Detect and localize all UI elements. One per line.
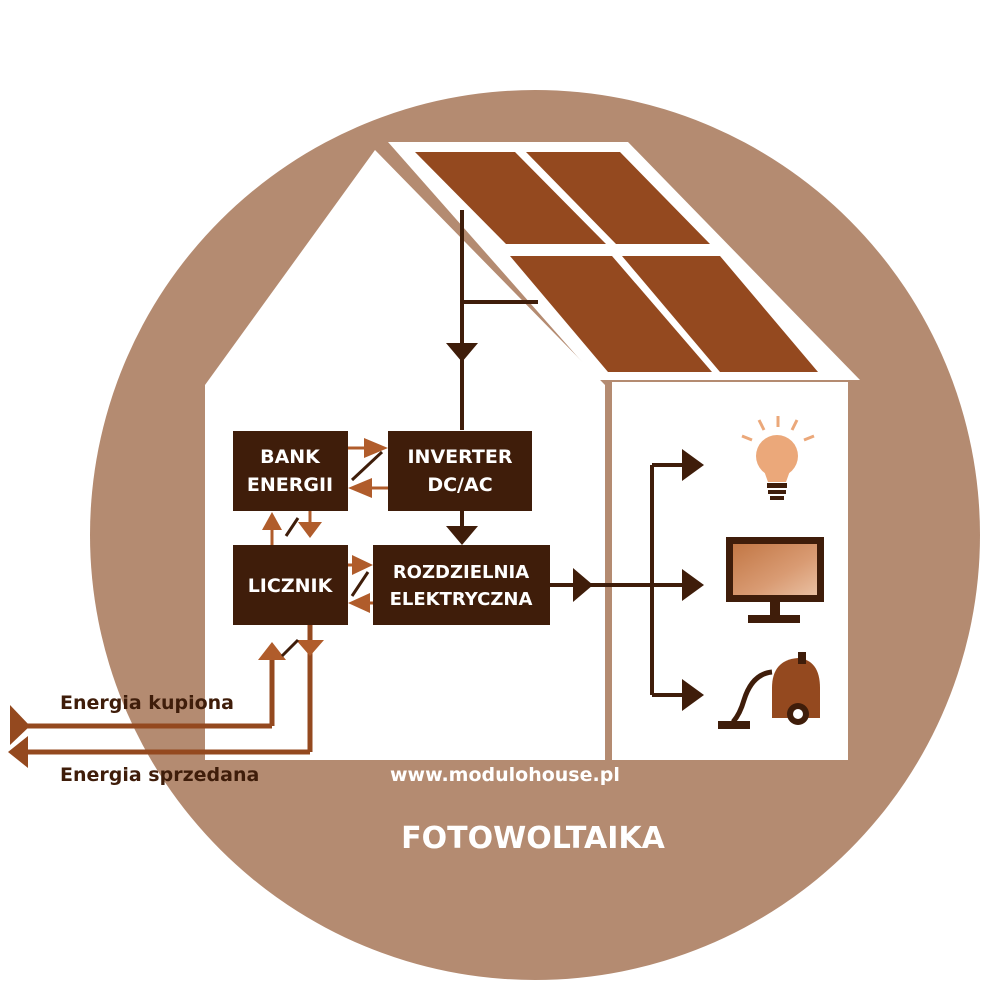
diagram-title: FOTOWOLTAIKA bbox=[401, 821, 665, 856]
switchboard-label-line2: ELEKTRYCZNA bbox=[390, 589, 533, 610]
distribution-lines bbox=[550, 449, 704, 711]
arrow-up-icon bbox=[258, 642, 286, 660]
inverter-label-line1: INVERTER bbox=[407, 446, 512, 468]
arrow-left-icon bbox=[10, 705, 30, 745]
arrow-left-icon bbox=[348, 478, 372, 498]
bank-label-line1: BANK bbox=[260, 446, 321, 468]
meter-switchboard-arrows bbox=[348, 555, 373, 613]
bank-meter-arrows bbox=[262, 511, 322, 545]
energy-bought-label: Energia kupiona bbox=[60, 692, 234, 714]
licznik-box: LICZNIK bbox=[233, 545, 348, 625]
energy-sold-label: Energia sprzedana bbox=[60, 764, 259, 786]
solar-panel bbox=[526, 152, 710, 244]
inverter-label-line2: DC/AC bbox=[427, 474, 492, 496]
light-bulb-icon bbox=[741, 416, 815, 500]
arrow-up-icon bbox=[262, 512, 282, 530]
dc-line bbox=[446, 210, 538, 430]
grid-connection bbox=[8, 625, 324, 768]
arrow-right-icon bbox=[573, 568, 593, 602]
bank-energii-box: BANK ENERGII bbox=[233, 431, 348, 511]
solar-panel bbox=[415, 152, 606, 244]
arrow-down-icon bbox=[446, 343, 478, 362]
switchboard-label-line1: ROZDZIELNIA bbox=[393, 562, 529, 583]
solar-panels bbox=[415, 152, 818, 372]
bank-inverter-arrows bbox=[348, 438, 388, 498]
inverter-switchboard-arrow bbox=[446, 511, 478, 545]
arrow-right-icon bbox=[352, 555, 373, 575]
bank-label-line2: ENERGII bbox=[247, 474, 333, 496]
monitor-icon bbox=[726, 537, 824, 623]
arrow-down-icon bbox=[446, 526, 478, 545]
website-url: www.modulohouse.pl bbox=[390, 764, 620, 786]
solar-panel bbox=[622, 256, 818, 372]
inverter-box: INVERTER DC/AC bbox=[388, 431, 532, 511]
arrow-down-icon bbox=[296, 640, 324, 656]
arrow-left-icon bbox=[8, 736, 28, 768]
arrow-right-icon bbox=[364, 438, 388, 458]
rozdzielnia-box: ROZDZIELNIA ELEKTRYCZNA bbox=[373, 545, 550, 625]
vacuum-cleaner-icon bbox=[718, 652, 820, 729]
arrow-right-icon bbox=[682, 569, 704, 601]
solar-panel bbox=[510, 256, 712, 372]
arrow-down-icon bbox=[298, 522, 322, 538]
arrow-left-icon bbox=[348, 593, 370, 613]
meter-label: LICZNIK bbox=[248, 575, 334, 597]
arrow-right-icon bbox=[682, 679, 704, 711]
arrow-right-icon bbox=[682, 449, 704, 481]
